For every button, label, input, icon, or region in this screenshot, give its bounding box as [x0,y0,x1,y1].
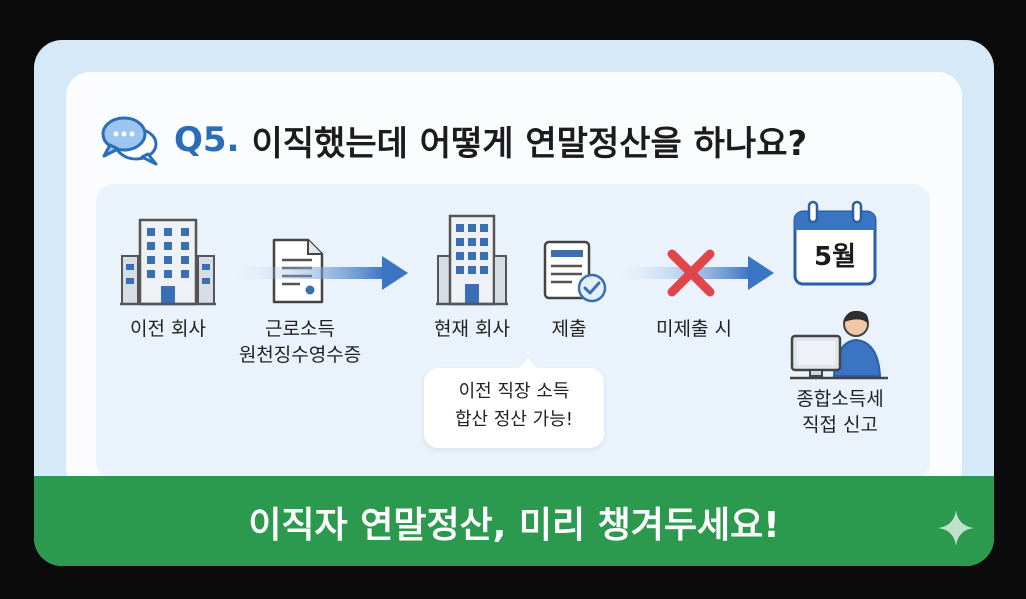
person-at-computer-icon [790,310,888,380]
infographic-card: Q5. 이직했는데 어떻게 연말정산을 하나요? 이전 회사 [34,40,994,566]
arrow-right-icon [234,256,408,290]
building-icon [120,218,216,306]
document-label-line1: 근로소득 [265,318,335,340]
calendar-month: 5월 [813,242,856,272]
title-row: Q5. 이직했는데 어떻게 연말정산을 하나요? [100,100,807,180]
filing-label-line2: 직접 신고 [802,414,878,436]
chat-bubbles-icon [101,116,158,166]
note-bubble: 이전 직장 소득 합산 정산 가능! [424,368,604,448]
building-icon [436,214,508,306]
previous-company-label: 이전 회사 [130,318,206,340]
checklist-icon [543,240,607,303]
question-number: Q5. [174,120,240,160]
banner-text: 이직자 연말정산, 미리 챙겨두세요! [248,505,780,546]
filing-label: 종합소득세 직접 신고 [770,386,910,438]
document-label-line2: 원천징수영수증 [238,344,362,366]
page-title: 이직했는데 어떻게 연말정산을 하나요? [251,123,808,164]
document-label: 근로소득 원천징수영수증 [230,316,370,368]
calendar-icon [793,200,877,286]
note-bubble-tail [518,358,538,369]
note-line2: 합산 정산 가능! [454,409,574,430]
current-company-label: 현재 회사 [434,318,510,340]
bottom-banner: 이직자 연말정산, 미리 챙겨두세요! [34,476,994,566]
filing-label-line1: 종합소득세 [796,388,884,410]
arrow-right-icon [616,256,774,290]
note-line1: 이전 직장 소득 [458,381,570,402]
submit-label: 제출 [551,318,587,340]
sparkle-icon [938,510,974,546]
not-submitted-label: 미제출 시 [656,318,732,340]
cross-icon [667,249,715,297]
